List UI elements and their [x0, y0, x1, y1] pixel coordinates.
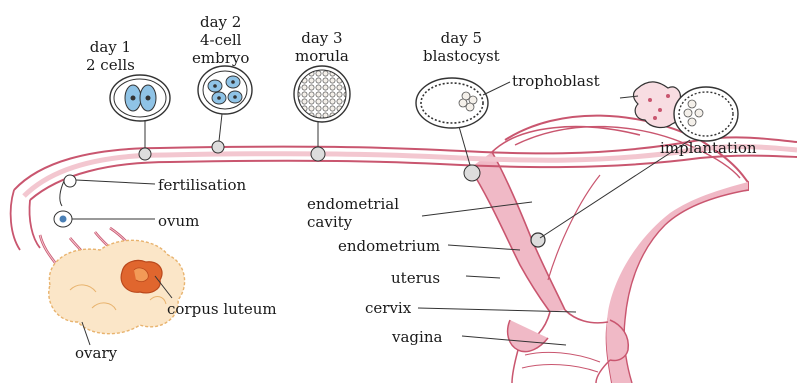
- stage-day1: [110, 75, 170, 148]
- label-cervix: cervix: [365, 300, 411, 317]
- label-vagina: vagina: [392, 329, 442, 346]
- endometrial-cavity-line2: cavity: [307, 213, 399, 231]
- stage-day2: [198, 66, 252, 141]
- day2-day: day 2: [192, 13, 249, 31]
- label-ovum: ovum: [158, 213, 199, 230]
- label-implantation: implantation: [660, 140, 757, 157]
- label-endometrium: endometrium: [338, 238, 440, 255]
- label-uterus: uterus: [391, 270, 440, 287]
- label-day3: day 3 morula: [295, 29, 349, 65]
- day1-day: day 1: [86, 38, 135, 56]
- day2-name-line1: 4-cell: [192, 31, 249, 49]
- label-corpus-luteum: corpus luteum: [167, 301, 277, 318]
- day1-name: 2 cells: [86, 56, 135, 74]
- label-ovary: ovary: [75, 345, 117, 362]
- day3-name: morula: [295, 47, 349, 65]
- ovary: [49, 240, 185, 333]
- label-trophoblast: trophoblast: [512, 73, 600, 90]
- label-day1: day 1 2 cells: [86, 38, 135, 74]
- day5-name: blastocyst: [423, 47, 500, 65]
- day2-name-line2: embryo: [192, 49, 249, 67]
- label-fertilisation: fertilisation: [158, 177, 246, 194]
- label-day5: day 5 blastocyst: [423, 29, 500, 65]
- label-endometrial-cavity: endometrial cavity: [307, 195, 399, 231]
- day5-day: day 5: [423, 29, 500, 47]
- day3-day: day 3: [295, 29, 349, 47]
- endometrial-cavity-line1: endometrial: [307, 195, 399, 213]
- stage-day3: [294, 66, 350, 147]
- label-day2: day 2 4-cell embryo: [192, 13, 249, 67]
